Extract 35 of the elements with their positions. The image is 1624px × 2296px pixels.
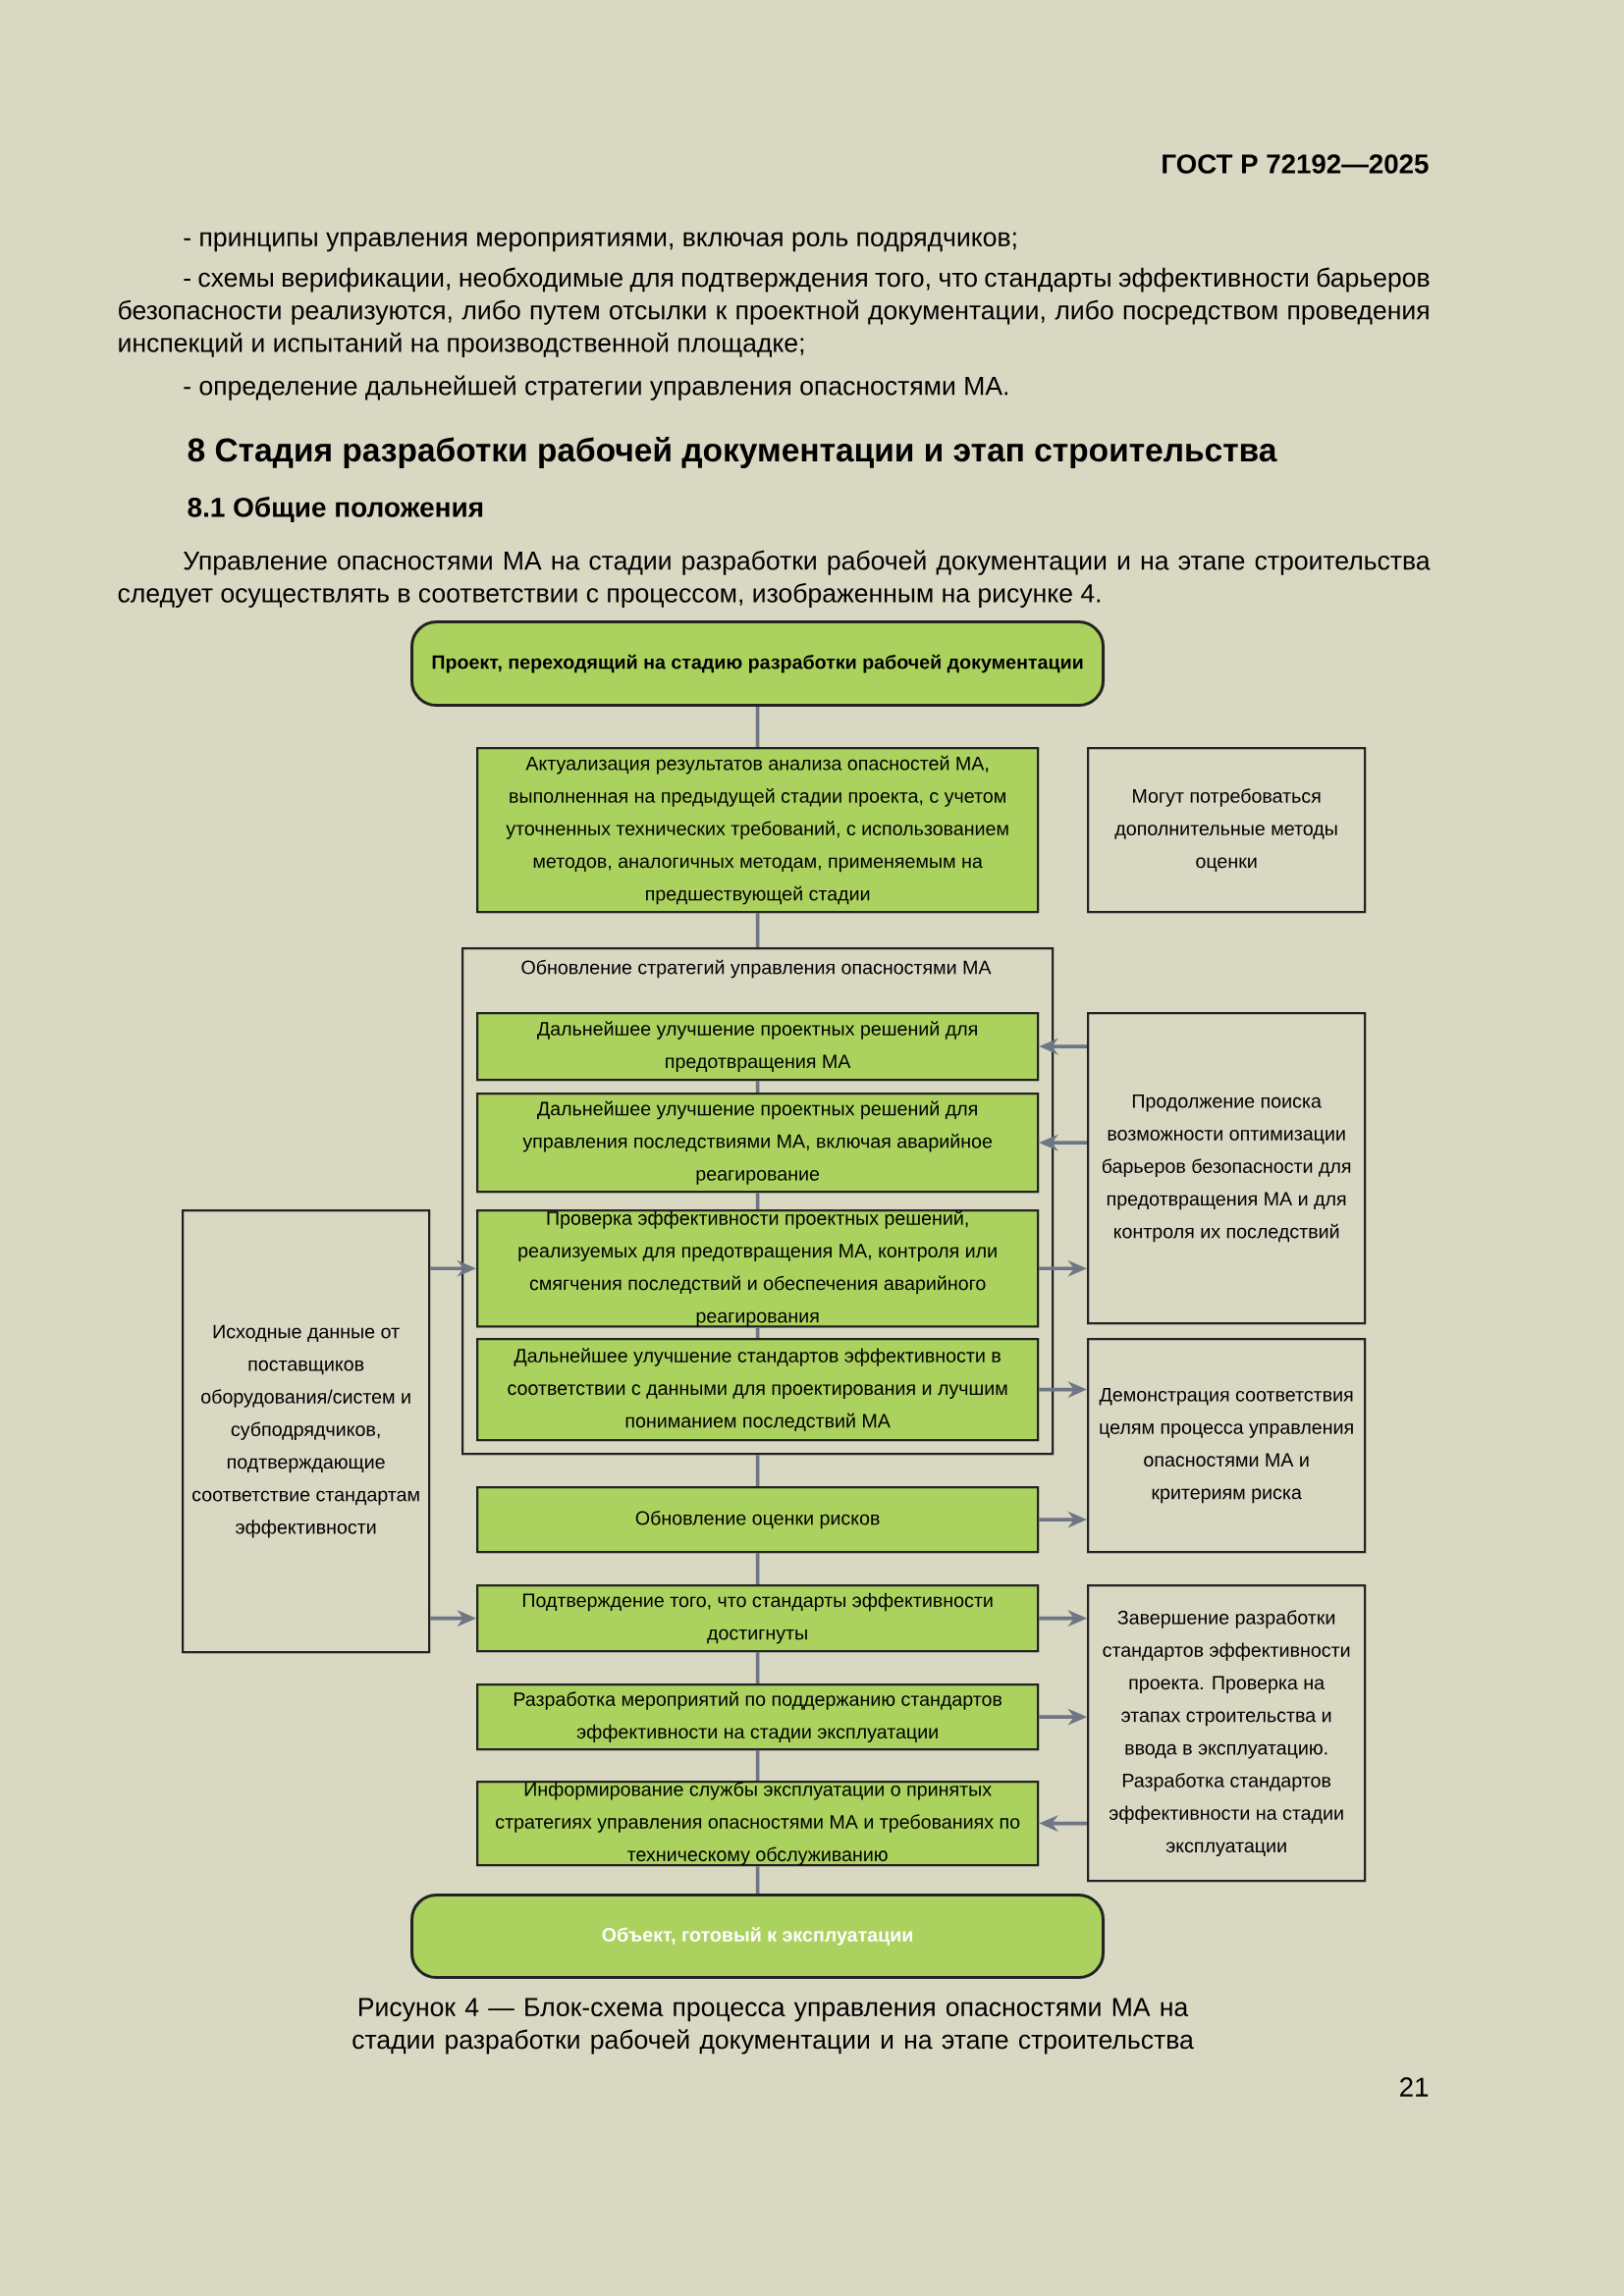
bullet-item: - схемы верификации, необходимые для подтверждения того, что стандарты эффективности барьеров безопасности реализуются, либо путем отсылки к проектной документации, либо посредством проведения инспекций и испытаний на производственной площадке; — [119, 267, 1430, 357]
note-box: Демонстрация соответствия целям процесса управления опасностями МА и критериям риска — [1087, 1338, 1367, 1554]
connector-line — [755, 913, 760, 947]
connector-line — [755, 1327, 760, 1338]
section-heading: 8 Стадия разработки рабочей документации и этап строительства — [188, 437, 1277, 468]
note-box: Продолжение поиска возможности оптимизации барьеров безопасности для предотвращения МА и для контроля их последствий — [1087, 1012, 1367, 1325]
bullet-item: - определение дальнейшей стратегии управления опасностями МА. — [184, 375, 1007, 400]
connector-line — [755, 1081, 760, 1093]
connector-line — [755, 1652, 760, 1683]
subsection-heading: 8.1 Общие положения — [188, 497, 483, 522]
process-box: Актуализация результатов анализа опасностей МА, выполненная на предыдущей стадии проекта, с учетом уточненных технических требований, с использованием методов, аналогичных методам, применяемым на предшествующей стадии — [476, 747, 1040, 914]
terminal-box: Объект, готовый к эксплуатации — [410, 1894, 1106, 1980]
process-box: Проверка эффективности проектных решений, реализуемых для предотвращения МА, контроля или смягчения последствий и обеспечения аварийного реагирования — [476, 1209, 1040, 1328]
process-box: Обновление оценки рисков — [476, 1486, 1040, 1554]
connector-line — [755, 1193, 760, 1209]
terminal-box: Проект, переходящий на стадию разработки рабочей документации — [410, 620, 1106, 708]
figure-caption: Рисунок 4 — Блок-схема процесса управления опасностями МА на стадии разработки рабочей документации и на этапе строительства — [352, 1998, 1194, 2055]
bullet-item: - принципы управления мероприятиями, включая роль подрядчиков; — [184, 232, 1016, 252]
connector-line — [755, 1866, 760, 1894]
running-header: ГОСТ Р 72192—2025 — [1163, 154, 1429, 174]
connector-line — [755, 1455, 760, 1486]
process-box: Дальнейшее улучшение проектных решений для предотвращения МА — [476, 1012, 1040, 1082]
process-box: Подтверждение того, что стандарты эффективности достигнуты — [476, 1584, 1040, 1653]
connector-line — [755, 1750, 760, 1781]
process-box: Информирование службы эксплуатации о принятых стратегиях управления опасностями МА и требованиях по техническому обслуживанию — [476, 1781, 1040, 1867]
note-box: Могут потребоваться дополнительные методы оценки — [1087, 747, 1367, 914]
process-box: Дальнейшее улучшение проектных решений для управления последствиями МА, включая аварийное реагирование — [476, 1093, 1040, 1194]
process-box: Разработка мероприятий по поддержанию стандартов эффективности на стадии эксплуатации — [476, 1683, 1040, 1751]
process-box: Дальнейшее улучшение стандартов эффективности в соответствии с данными для проектирования и лучшим пониманием последствий МА — [476, 1338, 1040, 1442]
group-title: Обновление стратегий управления опасностями МА — [521, 959, 992, 979]
connector-line — [755, 1553, 760, 1584]
connector-line — [755, 707, 760, 747]
note-box: Исходные данные от поставщиков оборудования/систем и субподрядчиков, подтверждающие соответствие стандартам эффективности — [182, 1209, 431, 1654]
page-number: 21 — [1400, 2077, 1429, 2097]
note-box: Завершение разработки стандартов эффективности проекта. Проверка на этапах строительства и ввода в эксплуатацию. Разработка стандартов эффективности на стадии эксплуатации — [1087, 1584, 1367, 1883]
